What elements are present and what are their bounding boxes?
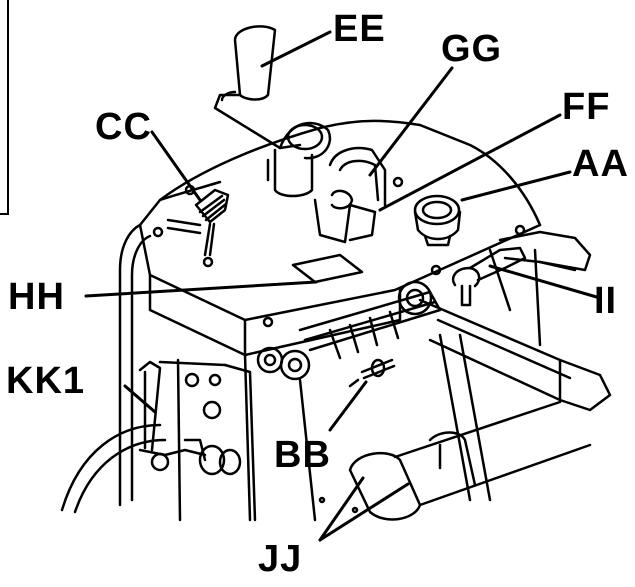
ii-lever-part [451, 230, 592, 307]
callout-ee: EE [333, 8, 386, 50]
ee-crank-part [213, 25, 331, 198]
callout-jj: JJ [258, 538, 303, 580]
left-bolts-part [158, 346, 311, 522]
cc-lever-part [166, 188, 230, 257]
leader-lines [84, 30, 602, 542]
callout-ii: II [594, 280, 618, 322]
lower-frame-part [243, 353, 359, 522]
page-frame-edge [0, 0, 9, 215]
callout-ff: FF [562, 86, 611, 128]
gg-gear-part [313, 146, 387, 244]
callout-hh: HH [8, 276, 65, 318]
center-shaft-part [298, 280, 442, 360]
aa-knob-part [413, 194, 462, 247]
callout-cc: CC [95, 106, 152, 148]
bb-bolt-part [348, 358, 396, 388]
jj-grip-part [348, 400, 592, 521]
callout-bb: BB [274, 434, 331, 476]
callout-aa: AA [572, 143, 629, 185]
callout-gg: GG [441, 28, 503, 70]
callout-kk1: KK1 [6, 360, 86, 402]
kk1-lever-part [138, 360, 242, 476]
right-arm-part [418, 248, 612, 502]
